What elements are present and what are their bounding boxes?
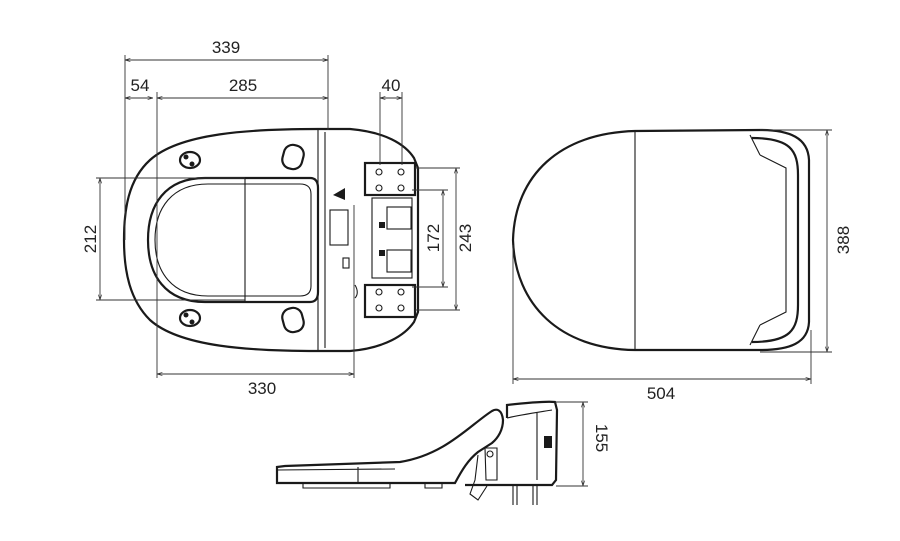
lid-view: 388 504 [511, 128, 853, 403]
seat-outline [122, 127, 420, 353]
bumper-front [178, 150, 202, 170]
dim-label-339: 339 [212, 38, 240, 57]
hinge-assembly [329, 161, 417, 319]
bumper-rear [178, 308, 202, 328]
top-view: 339 54 285 330 212 40 172 243 [81, 38, 475, 398]
dim-label-243: 243 [456, 224, 475, 252]
dim-label-212: 212 [81, 225, 100, 253]
dim-label-155: 155 [592, 424, 611, 452]
dim-label-285: 285 [229, 76, 257, 95]
seat-opening-inner [154, 183, 312, 297]
dim-label-54: 54 [131, 76, 150, 95]
housing [465, 400, 559, 487]
dim-label-40: 40 [382, 76, 401, 95]
seat-profile [275, 408, 505, 485]
seat-opening-outer [146, 176, 320, 304]
side-view: 155 [275, 400, 611, 505]
pad-top [281, 143, 305, 171]
dim-label-388: 388 [834, 226, 853, 254]
dim-label-172: 172 [424, 224, 443, 252]
dim-label-504: 504 [647, 384, 675, 403]
pad-bottom [281, 306, 305, 334]
lid-hinge-cover [751, 136, 800, 344]
dim-label-330: 330 [248, 379, 276, 398]
lid-outline [511, 128, 811, 352]
